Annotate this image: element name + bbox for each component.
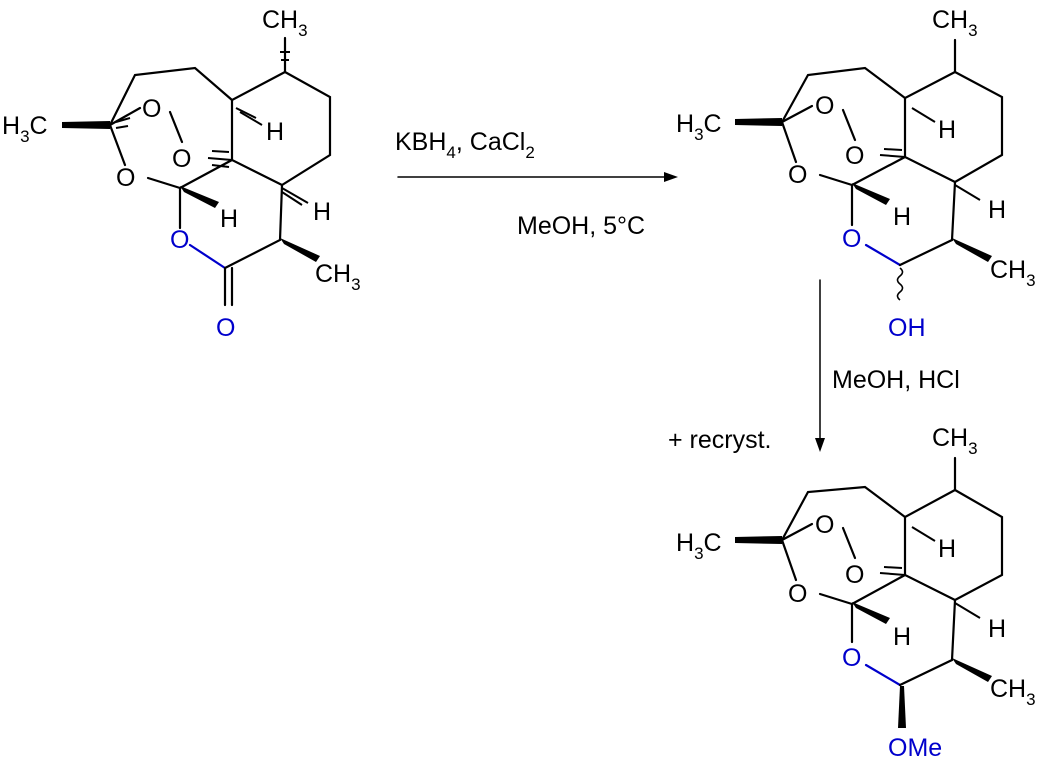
product2-h-2: H (893, 623, 911, 651)
product2-h-3: H (988, 615, 1006, 643)
reactant-o-peroxide-1: O (142, 95, 161, 123)
product2-ome: OMe (888, 734, 942, 762)
product1-o-ring: O (788, 161, 807, 189)
reaction-step-2: MeOH, HCl + recryst. (668, 279, 960, 454)
reactant-h3c-left: H3C (2, 112, 48, 146)
product1-o-peroxide-2: O (845, 142, 864, 170)
product1-h-2: H (893, 203, 911, 231)
step1-conditions: MeOH, 5°C (517, 212, 645, 240)
reactant-h-2: H (220, 205, 238, 233)
product1-ch3-right: CH3 (990, 256, 1036, 290)
reactant-ch3-right: CH3 (315, 260, 361, 294)
product2-o-acetal: O (842, 644, 861, 672)
reactant-ch3-top: CH3 (262, 6, 308, 40)
step2-note: + recryst. (668, 426, 772, 454)
product2-ch3-right: CH3 (990, 675, 1036, 709)
product1-ch3-top: CH3 (932, 6, 978, 40)
reactant-o-ring: O (116, 164, 135, 192)
product2-molecule: CH3 H3C O O O O H H H CH3 OMe (676, 424, 1036, 762)
product2-h3c-left: H3C (676, 529, 722, 563)
product1-h3c-left: H3C (676, 110, 722, 144)
product1-h-1: H (938, 116, 956, 144)
step2-reagents: MeOH, HCl (832, 366, 960, 394)
product1-oh: OH (888, 314, 926, 342)
product2-h-1: H (938, 535, 956, 563)
reactant-h-3: H (313, 198, 331, 226)
reactant-o-carbonyl: O (216, 314, 235, 342)
product1-h-3: H (988, 196, 1006, 224)
product2-o-peroxide-1: O (815, 511, 834, 539)
product1-molecule: CH3 H3C O O O O H H H CH3 OH (676, 6, 1036, 342)
product2-ch3-top: CH3 (932, 424, 978, 458)
step1-reagents: KBH4, CaCl2 (395, 128, 535, 162)
product2-o-ring: O (788, 580, 807, 608)
product2-o-peroxide-2: O (845, 561, 864, 589)
product1-o-peroxide-1: O (815, 92, 834, 120)
reactant-molecule: CH3 H3C O O O O O H H H CH3 (2, 6, 361, 342)
reactant-o-peroxide-2: O (172, 145, 191, 173)
reaction-step-1: KBH4, CaCl2 MeOH, 5°C (395, 128, 678, 240)
product1-o-lactol: O (842, 225, 861, 253)
reactant-o-lactone: O (170, 226, 189, 254)
reactant-h-1: H (266, 118, 284, 146)
